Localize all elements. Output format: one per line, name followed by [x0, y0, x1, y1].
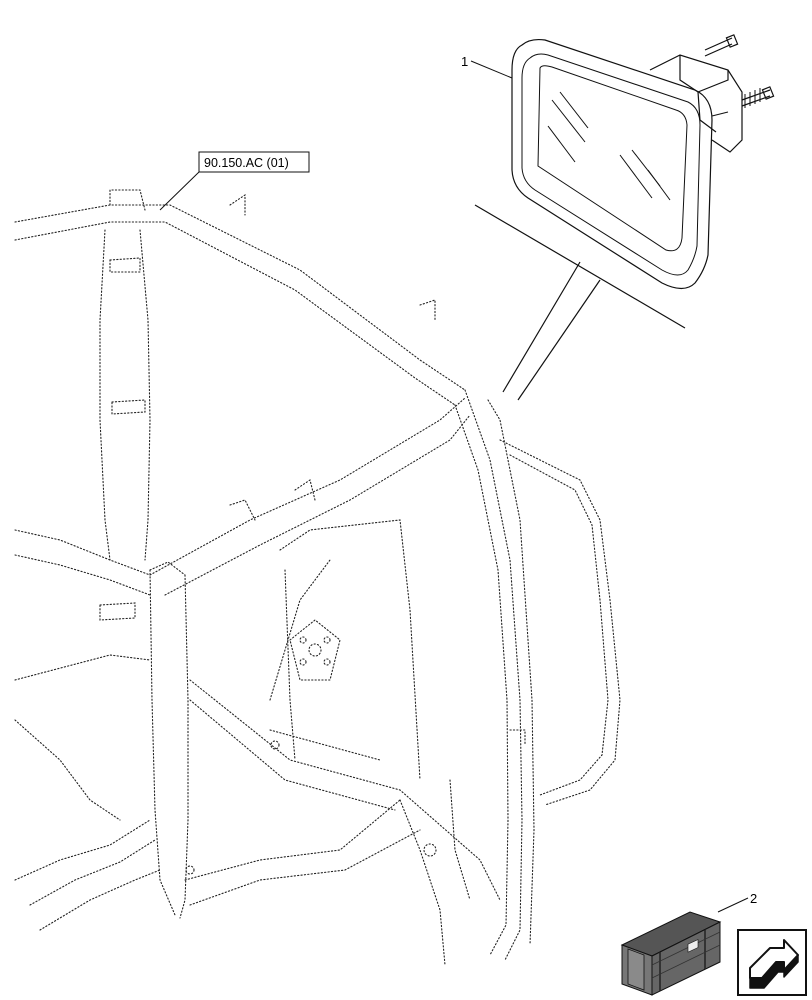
reference-callout: 90.150.AC (01)	[159, 151, 310, 211]
rear-view-mirror	[511, 34, 775, 290]
cab-frame	[14, 189, 621, 966]
callout-1: 1	[461, 54, 513, 79]
parts-crate-icon	[620, 911, 722, 996]
next-arrow-icon[interactable]	[737, 929, 807, 996]
callout-2-label: 2	[750, 891, 757, 906]
reference-label: 90.150.AC (01)	[204, 156, 289, 170]
detail-callout-wedge	[474, 204, 686, 401]
callout-2: 2	[717, 891, 757, 913]
callout-1-label: 1	[461, 54, 468, 69]
reference-box	[198, 151, 310, 173]
